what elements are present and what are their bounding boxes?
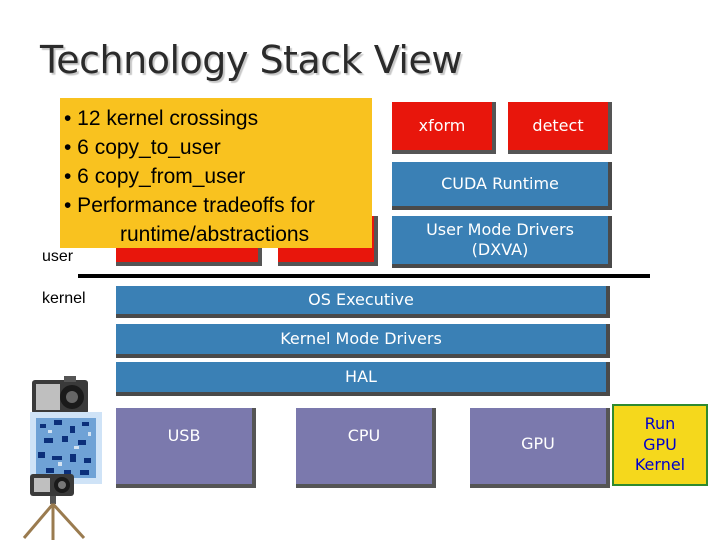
callout-note [60,98,372,248]
cpu-box: CPU [296,408,436,488]
user-label: user [42,248,74,265]
cuda-runtime-label: CUDA Runtime [441,174,559,193]
note-bullet-4: • Performance tradeoffs for [64,194,315,217]
os-executive-box: OS Executive [116,286,610,318]
user-mode-drivers-box: User Mode Drivers (DXVA) [392,216,612,268]
kernel-mode-drivers-label: Kernel Mode Drivers [280,329,442,348]
xform-label: xform [418,116,466,135]
callout-note-text: • 12 kernel crossings • 6 copy_to_user •… [64,104,315,249]
camera-icon [32,376,88,414]
tripod-camera-icon [22,474,86,540]
os-executive-label: OS Executive [308,290,414,309]
usb-label: USB [167,426,201,445]
slide-title: Technology Stack View [40,38,462,82]
gpu-label: GPU [521,434,555,453]
detect-label: detect [532,116,584,135]
hal-box: HAL [116,362,610,396]
hal-label: HAL [345,367,377,386]
note-bullet-3: • 6 copy_from_user [64,165,246,188]
cpu-label: CPU [347,426,381,445]
run-gpu-kernel-box: Run GPU Kernel [612,404,708,486]
note-continuation: runtime/abstractions [120,223,310,246]
kernel-mode-drivers-box: Kernel Mode Drivers [116,324,610,358]
kernel-label: kernel [42,290,86,307]
usb-box: USB [116,408,256,488]
xform-box: xform [392,102,496,154]
cuda-runtime-box: CUDA Runtime [392,162,612,210]
user-kernel-divider [78,274,650,278]
run-gpu-kernel-label: Run GPU Kernel [634,413,686,475]
note-bullet-2: • 6 copy_to_user [64,136,221,159]
noisy-image-icon [30,412,102,484]
note-bullet-1: • 12 kernel crossings [64,107,259,130]
user-mode-drivers-label: User Mode Drivers (DXVA) [426,220,574,259]
gpu-box: GPU [470,408,610,488]
detect-box: detect [508,102,612,154]
